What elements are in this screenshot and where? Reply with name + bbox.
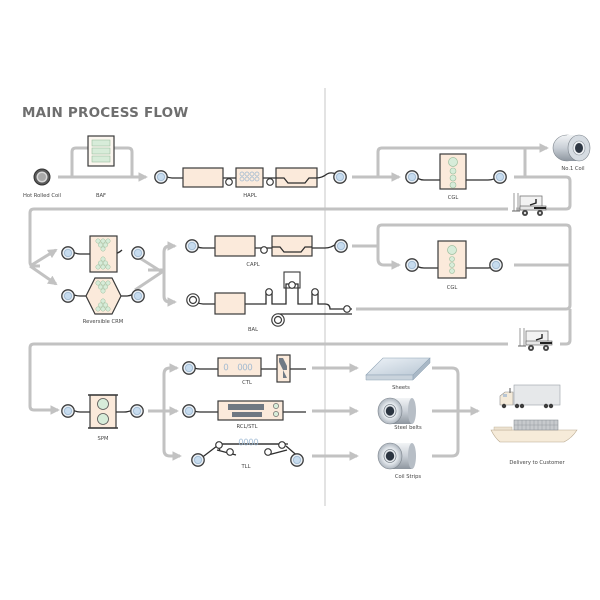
steel-coil-icon [377, 442, 416, 470]
truck-icon [499, 384, 561, 409]
cgl-line-mid [405, 240, 503, 279]
label-steel-belts: Steel belts [394, 425, 422, 431]
steel-coil-icon [552, 134, 591, 162]
sheet-stack-icon [365, 357, 431, 381]
label-cgl-mid: CGL [447, 285, 458, 291]
reversible-crm-top [61, 235, 145, 273]
label-no1-coil: No.1 Coil [561, 166, 584, 172]
steel-coil-icon [377, 397, 416, 425]
baf-furnace [87, 135, 115, 167]
label-delivery-to-customer: Delivery to Customer [509, 460, 565, 466]
label-ctl: CTL [242, 380, 252, 386]
label-tll: TLL [241, 464, 251, 470]
label-hapl: HAPL [243, 193, 257, 199]
bal-line [186, 271, 352, 327]
routes-row2 [28, 223, 572, 415]
forklift-icon [518, 328, 553, 351]
label-rcl-stl: RCL/STL [237, 424, 258, 430]
ship-icon [490, 419, 578, 443]
label-hot-rolled-coil: Hot Rolled Coil [23, 193, 61, 199]
label-coil-strips: Coil Strips [395, 474, 422, 480]
page-title: MAIN PROCESS FLOW [22, 105, 188, 121]
routes-row3 [148, 363, 480, 461]
reversible-crm-bottom [61, 277, 145, 315]
cgl-line-top [405, 153, 507, 190]
forklift-icon [512, 193, 547, 216]
ctl-line [182, 354, 306, 383]
label-capl: CAPL [246, 262, 259, 268]
label-bal: BAL [248, 327, 258, 333]
hot-rolled-coil-icon [33, 168, 51, 186]
spm-line [61, 394, 144, 429]
rcl-stl-line [182, 400, 306, 421]
hapl-line [154, 167, 347, 188]
tll-line [191, 438, 304, 467]
label-sheets: Sheets [392, 385, 410, 391]
label-reversible-crm: Reversible CRM [83, 319, 123, 325]
label-spm: SPM [98, 436, 109, 442]
label-cgl-top: CGL [448, 195, 459, 201]
capl-line [185, 235, 348, 257]
label-baf: BAF [96, 193, 106, 199]
